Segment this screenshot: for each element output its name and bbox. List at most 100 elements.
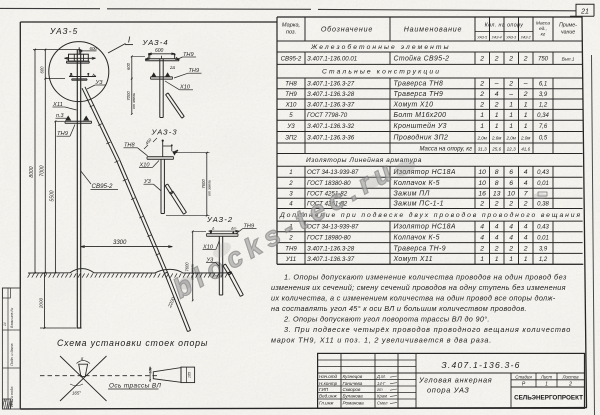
svg-text:Наименование: Наименование xyxy=(404,26,463,34)
svg-text:Н.контр: Н.контр xyxy=(319,381,338,386)
svg-text:СЕЛЬЭНЕРГОПРОЕКТ: СЕЛЬЭНЕРГОПРОЕКТ xyxy=(514,395,583,402)
svg-text:8000: 8000 xyxy=(29,166,35,177)
svg-text:2: 2 xyxy=(523,56,528,63)
svg-text:2Δ: 2Δ xyxy=(169,65,175,70)
svg-text:Траверса ТН-9: Траверса ТН-9 xyxy=(394,245,446,252)
svg-text:600: 600 xyxy=(155,48,164,54)
svg-text:З.407.1-136.3-37: З.407.1-136.3-37 xyxy=(307,256,355,263)
svg-text:750: 750 xyxy=(538,57,549,63)
svg-text:7000: 7000 xyxy=(40,165,46,176)
svg-text:У3: У3 xyxy=(143,179,152,185)
svg-text:2,0м: 2,0м xyxy=(520,136,530,141)
svg-text:гт: гт xyxy=(377,387,383,392)
svg-text:3: 3 xyxy=(289,191,293,198)
svg-text:2: 2 xyxy=(508,81,513,88)
svg-text:ед.,: ед., xyxy=(539,26,547,32)
svg-text:4: 4 xyxy=(509,224,513,231)
svg-text:УАЗ-3: УАЗ-3 xyxy=(151,128,178,137)
svg-text:1. Опоры допускают изменение: 1. Опоры допускают изменение количества … xyxy=(284,272,567,281)
svg-text:Х10: Х10 xyxy=(202,244,214,250)
svg-text:4: 4 xyxy=(524,180,528,187)
svg-text:Х11: Х11 xyxy=(52,102,63,108)
svg-text:2: 2 xyxy=(479,81,484,88)
svg-text:п.3: п.3 xyxy=(56,113,63,119)
svg-text:2: 2 xyxy=(479,245,484,252)
svg-text:З.407.1-136.3-28: З.407.1-136.3-28 xyxy=(307,245,355,252)
svg-text:4: 4 xyxy=(495,91,499,98)
svg-text:опора УАЗ: опора УАЗ xyxy=(427,385,469,394)
svg-text:2200: 2200 xyxy=(167,296,177,309)
svg-text:Болт М16х200: Болт М16х200 xyxy=(394,112,447,119)
svg-text:4: 4 xyxy=(495,234,499,241)
svg-text:2: 2 xyxy=(523,245,528,252)
svg-text:4: 4 xyxy=(509,234,513,241)
svg-text:165°: 165° xyxy=(72,391,81,396)
svg-text:на составлять угол 45° к о: на составлять угол 45° к оси ВЛ и больши… xyxy=(271,304,527,313)
svg-text:Вып.1: Вып.1 xyxy=(562,57,575,62)
svg-text:ТН9: ТН9 xyxy=(57,131,69,137)
svg-text:Лист: Лист xyxy=(540,375,553,380)
svg-text:180: 180 xyxy=(149,366,153,373)
svg-text:1: 1 xyxy=(289,224,292,231)
svg-text:1,2: 1,2 xyxy=(539,257,548,263)
svg-text:изменения их сечений; смену: изменения их сечений; смену сечений пров… xyxy=(271,283,566,292)
svg-text:ГОСТ 4251-82: ГОСТ 4251-82 xyxy=(307,191,348,198)
svg-text:1,2: 1,2 xyxy=(539,103,548,109)
svg-text:У3: У3 xyxy=(206,257,215,263)
svg-text:Хомут Х11: Хомут Х11 xyxy=(393,256,433,263)
svg-text:4: 4 xyxy=(480,224,484,231)
svg-text:У3: У3 xyxy=(95,80,104,86)
svg-text:–: – xyxy=(523,81,528,88)
svg-text:Зажим ПЛ: Зажим ПЛ xyxy=(394,191,430,198)
svg-text:Листов: Листов xyxy=(562,375,580,380)
svg-text:Марка,: Марка, xyxy=(282,23,300,29)
svg-text:Изолятор НС18А: Изолятор НС18А xyxy=(394,169,456,176)
svg-text:Траверса ТН9: Траверса ТН9 xyxy=(394,91,444,98)
svg-text:0,5: 0,5 xyxy=(539,136,548,142)
svg-text:Х10: Х10 xyxy=(285,102,297,109)
svg-text:8: 8 xyxy=(495,169,499,176)
svg-text:14-Г: 14-Г xyxy=(377,381,386,386)
svg-text:Изолятор НС18А: Изолятор НС18А xyxy=(394,224,456,231)
svg-text:6: 6 xyxy=(509,180,513,187)
svg-text:1: 1 xyxy=(495,123,499,130)
svg-text:5: 5 xyxy=(289,112,293,119)
svg-text:4: 4 xyxy=(524,234,528,241)
svg-text:ГОСТ 18980-80: ГОСТ 18980-80 xyxy=(307,234,351,241)
svg-text:2: 2 xyxy=(288,234,293,241)
svg-text:З.407.1-136.3-28: З.407.1-136.3-28 xyxy=(307,91,355,98)
svg-text:α: α xyxy=(81,356,84,361)
svg-text:ТН9: ТН9 xyxy=(285,245,297,252)
svg-text:З.407.1-136.3-37: З.407.1-136.3-37 xyxy=(307,102,355,109)
svg-text:7000: 7000 xyxy=(126,91,131,101)
svg-text:450: 450 xyxy=(144,137,153,146)
svg-text:Δт: Δт xyxy=(230,227,236,231)
svg-text:2: 2 xyxy=(523,201,528,208)
svg-text:2: 2 xyxy=(508,56,513,63)
svg-text:1: 1 xyxy=(480,112,484,119)
svg-text:1: 1 xyxy=(524,112,528,119)
svg-text:6,1: 6,1 xyxy=(539,82,547,88)
svg-text:2: 2 xyxy=(479,56,484,63)
svg-text:2: 2 xyxy=(494,56,499,63)
svg-text:Стадия: Стадия xyxy=(515,375,532,380)
svg-text:0,01: 0,01 xyxy=(537,181,549,187)
svg-text:1: 1 xyxy=(480,256,484,263)
svg-text:600: 600 xyxy=(126,62,131,70)
svg-text:1: 1 xyxy=(509,102,513,109)
svg-text:4: 4 xyxy=(480,234,484,241)
svg-text:2: 2 xyxy=(508,201,513,208)
svg-text:41,6: 41,6 xyxy=(521,147,530,152)
svg-text:УАЗ-4: УАЗ-4 xyxy=(142,38,169,47)
svg-text:марок ТН9, Х11 и поз. 1, 2: марок ТН9, Х11 и поз. 1, 2 увеличивается… xyxy=(271,335,492,344)
svg-text:Δ: Δ xyxy=(211,227,215,231)
svg-text:ТН8: ТН8 xyxy=(285,81,297,88)
svg-text:СВ95-2: СВ95-2 xyxy=(281,56,302,63)
svg-text:7600: 7600 xyxy=(184,262,189,272)
svg-text:3,9: 3,9 xyxy=(539,92,548,98)
svg-text:Нач.отд: Нач.отд xyxy=(319,374,338,379)
svg-text:ЗП2: ЗП2 xyxy=(285,135,297,142)
svg-text:2: 2 xyxy=(568,382,572,388)
svg-text:16: 16 xyxy=(478,191,486,198)
svg-text:4: 4 xyxy=(524,169,528,176)
